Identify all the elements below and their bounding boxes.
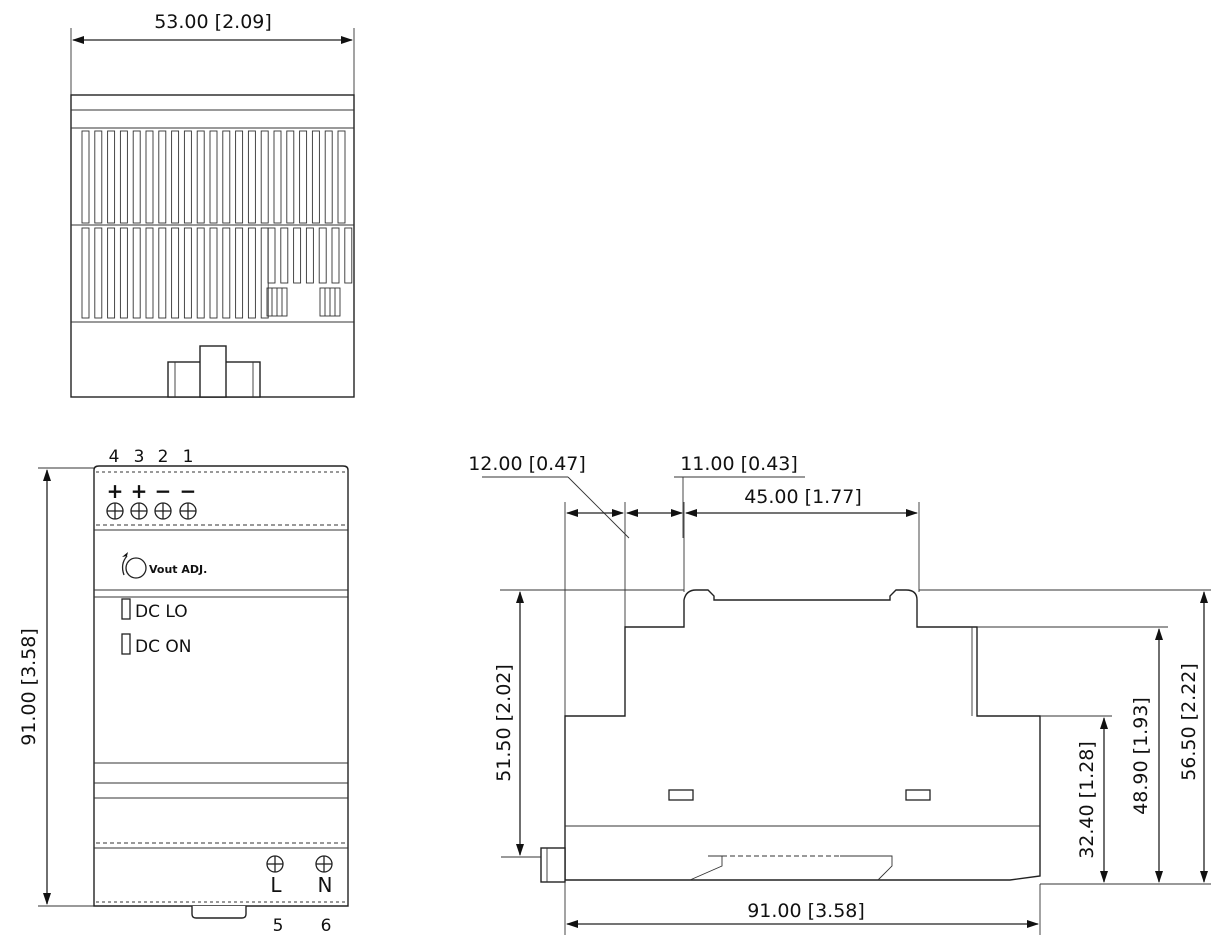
vent-slot bbox=[324, 130, 333, 224]
terminal-number-5: 5 bbox=[273, 916, 284, 936]
polarity-2: − bbox=[155, 479, 172, 503]
vout-adj-label: Vout ADJ. bbox=[149, 563, 207, 576]
vent-slot bbox=[132, 130, 141, 224]
bottom-vent-slots bbox=[81, 227, 353, 319]
vent-slot bbox=[280, 227, 289, 284]
vent-slot bbox=[171, 227, 180, 319]
dim-91-label: 91.00 [3.58] bbox=[747, 900, 865, 922]
vent-slot bbox=[145, 227, 154, 319]
vent-slot bbox=[247, 227, 256, 319]
polarity-4: + bbox=[107, 479, 124, 503]
vent-slot bbox=[331, 227, 340, 284]
screw-terminal-icon bbox=[154, 502, 172, 520]
vent-slot bbox=[305, 227, 314, 284]
vent-slot bbox=[337, 130, 346, 224]
vent-slot bbox=[132, 227, 141, 319]
side-view: 12.00 [0.47] 11.00 [0.43] 45.00 [1.77] bbox=[468, 453, 1211, 935]
vent-slot bbox=[183, 227, 192, 319]
vent-slot bbox=[81, 227, 90, 319]
front-view: 4 3 2 1 91.00 [3.58] + + − − bbox=[18, 447, 349, 936]
vent-slot bbox=[119, 130, 128, 224]
polarity-1: − bbox=[180, 479, 197, 503]
vent-slot bbox=[183, 130, 192, 224]
front-height-dim-label: 91.00 [3.58] bbox=[18, 628, 40, 746]
front-view-body bbox=[93, 465, 349, 907]
dc-on-label: DC ON bbox=[135, 637, 191, 657]
dim-45-label: 45.00 [1.77] bbox=[744, 486, 862, 508]
vent-slot bbox=[119, 227, 128, 319]
side-slot-right bbox=[905, 789, 931, 801]
side-slot-left bbox=[668, 789, 694, 801]
side-view-body bbox=[564, 589, 1041, 881]
screw-terminal-icon bbox=[179, 502, 197, 520]
vent-slot bbox=[299, 130, 308, 224]
vent-slot bbox=[286, 130, 295, 224]
vent-slot bbox=[222, 227, 231, 319]
vent-slot bbox=[311, 130, 320, 224]
terminal-number-4: 4 bbox=[109, 447, 120, 467]
vent-slot bbox=[107, 130, 116, 224]
dim-51-50-label: 51.50 [2.02] bbox=[493, 664, 515, 782]
vent-slot bbox=[318, 227, 327, 284]
vent-slot bbox=[344, 227, 353, 284]
dim-32-40-label: 32.40 [1.28] bbox=[1076, 741, 1098, 859]
dim-11-label: 11.00 [0.43] bbox=[680, 453, 798, 475]
vent-slot bbox=[222, 130, 231, 224]
vent-slot bbox=[196, 130, 205, 224]
vent-slot bbox=[94, 227, 103, 319]
top-vent-slots bbox=[81, 130, 346, 224]
vent-slot bbox=[81, 130, 90, 224]
vent-slot bbox=[145, 130, 154, 224]
din-clip-tab bbox=[199, 345, 227, 398]
terminal-number-2: 2 bbox=[158, 447, 169, 467]
terminal-number-3: 3 bbox=[134, 447, 145, 467]
vent-slot bbox=[158, 130, 167, 224]
vent-slot bbox=[171, 130, 180, 224]
screw-terminal-icon bbox=[106, 502, 124, 520]
dc-lo-led-icon bbox=[121, 598, 131, 620]
terminal-number-1: 1 bbox=[183, 447, 194, 467]
polarity-3: + bbox=[131, 479, 148, 503]
screw-terminal-icon bbox=[315, 855, 333, 873]
terminal-number-6: 6 bbox=[321, 916, 332, 936]
vent-slot bbox=[209, 227, 218, 319]
vent-slot bbox=[267, 227, 276, 284]
vent-slot bbox=[235, 227, 244, 319]
vent-slot bbox=[158, 227, 167, 319]
vent-slot bbox=[209, 130, 218, 224]
vent-slot bbox=[196, 227, 205, 319]
input-label-n: N bbox=[318, 873, 333, 897]
input-label-l: L bbox=[270, 873, 282, 897]
dc-lo-label: DC LO bbox=[135, 602, 188, 622]
vent-slot bbox=[293, 227, 302, 284]
vent-slot bbox=[94, 130, 103, 224]
vent-slot bbox=[273, 130, 282, 224]
top-width-dim-label: 53.00 [2.09] bbox=[154, 11, 272, 33]
vent-slot bbox=[247, 130, 256, 224]
vent-slot bbox=[260, 130, 269, 224]
screw-terminal-icon bbox=[266, 855, 284, 873]
dim-48-90-label: 48.90 [1.93] bbox=[1130, 697, 1152, 815]
vent-slot bbox=[235, 130, 244, 224]
dim-12-label: 12.00 [0.47] bbox=[468, 453, 586, 475]
vout-adj-potentiometer-icon bbox=[121, 552, 147, 579]
dim-56-50-label: 56.50 [2.22] bbox=[1178, 663, 1200, 781]
dc-on-led-icon bbox=[121, 633, 131, 655]
top-view: 53.00 [2.09] bbox=[70, 11, 355, 398]
din-clip-knob bbox=[540, 847, 566, 883]
vent-slot bbox=[107, 227, 116, 319]
din-latch bbox=[191, 906, 247, 919]
screw-terminal-icon bbox=[130, 502, 148, 520]
